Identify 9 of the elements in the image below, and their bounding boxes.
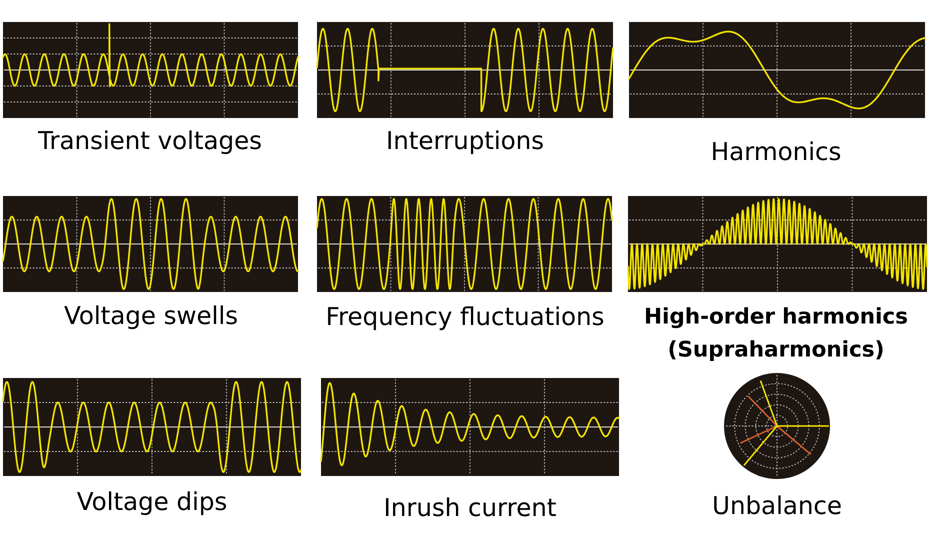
waveform-label: Voltage swells xyxy=(64,305,237,330)
phasor-label: Unbalance xyxy=(714,495,841,514)
waveform-label: Harmonics xyxy=(713,141,840,160)
waveform-label: Transient voltages xyxy=(38,130,261,154)
waveform-label: Inrush current xyxy=(386,497,556,516)
waveform-label: Voltage dips xyxy=(77,491,226,516)
waveform-label: High-order harmonics (Supraharmonics) xyxy=(646,307,907,361)
waveform-label: Frequency fluctuations xyxy=(328,306,604,330)
waveform-label: Interruptions xyxy=(388,130,543,154)
